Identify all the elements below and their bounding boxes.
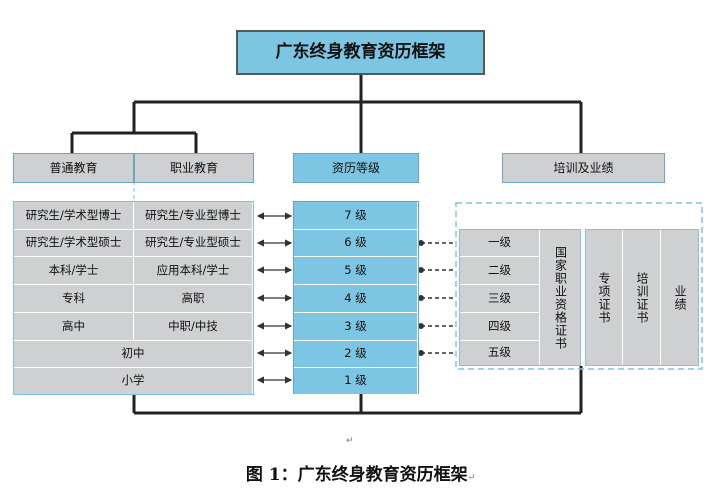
training-cert: 培训证书 <box>624 230 661 365</box>
level-text: 5 级 <box>344 262 367 277</box>
cell-text: 研究生/学术型硕士 <box>25 235 122 250</box>
cell-text: 高职 <box>181 290 205 305</box>
caption-return-mark: ↵ <box>467 473 476 483</box>
table-cell: 研究生/学术型硕士 <box>14 230 134 257</box>
level-text: 4 级 <box>344 290 367 305</box>
grade-connector-dots <box>418 240 424 356</box>
training-cert-text: 培训证书 <box>635 271 649 324</box>
table-cell: 研究生/学术型博士 <box>14 202 134 230</box>
level-5: 5 级 <box>294 257 418 285</box>
grade-text: 二级 <box>488 262 511 277</box>
level-text: 6 级 <box>344 235 367 250</box>
table-cell: 本科/学士 <box>14 257 134 285</box>
cell-text: 研究生/学术型博士 <box>25 207 122 222</box>
grade-text: 一级 <box>488 235 511 250</box>
grade-connectors <box>421 242 455 354</box>
national-cert-text: 国家职业资格证书 <box>553 245 568 350</box>
level-text: 1 级 <box>344 373 367 388</box>
performance: 业绩 <box>662 230 698 365</box>
table-cell: 中职/中技 <box>134 313 253 341</box>
table-cell: 高职 <box>134 285 253 313</box>
cell-text: 本科/学士 <box>48 262 99 277</box>
level-arrows <box>256 212 293 384</box>
caption-text: 图 1：广东终身教育资历框架 <box>245 465 468 485</box>
grade-4: 四级 <box>460 313 540 341</box>
grade-text: 三级 <box>488 290 511 305</box>
figure-caption: 图 1：广东终身教育资历框架↵ <box>0 460 721 485</box>
level-7: 7 级 <box>294 202 418 230</box>
level-text: 3 级 <box>344 318 367 333</box>
cell-text: 专科 <box>62 290 85 305</box>
title-text: 广东终身教育资历框架 <box>275 42 446 62</box>
cell-text: 中职/中技 <box>168 318 218 333</box>
level-1: 1 级 <box>294 368 418 394</box>
table-cell-wide: 初中 <box>14 341 253 368</box>
table-cell-wide: 小学 <box>14 368 253 394</box>
header-vocational-education: 职业教育 <box>134 153 254 183</box>
level-4: 4 级 <box>294 285 418 313</box>
grade-text: 五级 <box>488 345 511 360</box>
national-cert-label: 国家职业资格证书 <box>541 230 580 365</box>
cell-text: 研究生/专业型博士 <box>145 207 241 222</box>
table-cell: 专科 <box>14 285 134 313</box>
table-cell: 应用本科/学士 <box>134 257 253 285</box>
grade-2: 二级 <box>460 257 540 285</box>
table-cell: 研究生/专业型博士 <box>134 202 253 230</box>
special-cert: 专项证书 <box>586 230 623 365</box>
grade-5: 五级 <box>460 341 540 365</box>
header-training-label: 培训及业绩 <box>553 161 614 175</box>
level-3: 3 级 <box>294 313 418 341</box>
table-cell: 研究生/专业型硕士 <box>134 230 253 257</box>
header-general-education: 普通教育 <box>13 153 134 183</box>
performance-text: 业绩 <box>673 284 687 311</box>
grade-text: 四级 <box>488 318 511 333</box>
level-text: 7 级 <box>344 207 367 222</box>
header-vocational-label: 职业教育 <box>169 161 218 175</box>
table-cell: 高中 <box>14 313 134 341</box>
cell-text: 高中 <box>62 318 85 333</box>
grade-1: 一级 <box>460 230 540 257</box>
paragraph-mark: ↵ <box>346 436 354 446</box>
cell-text: 研究生/专业型硕士 <box>145 235 241 250</box>
title-box: 广东终身教育资历框架 <box>236 30 485 75</box>
level-6: 6 级 <box>294 230 418 257</box>
paragraph-mark-text: ↵ <box>346 436 354 446</box>
tree-lines <box>70 75 583 415</box>
special-cert-text: 专项证书 <box>597 271 611 324</box>
cell-text: 小学 <box>121 373 145 388</box>
cell-text: 应用本科/学士 <box>156 262 230 277</box>
right-dashed-frame <box>455 202 703 370</box>
cell-text: 初中 <box>121 346 145 361</box>
grade-3: 三级 <box>460 285 540 313</box>
level-2: 2 级 <box>294 341 418 368</box>
header-level-label: 资历等级 <box>331 161 380 175</box>
header-general-label: 普通教育 <box>49 161 98 175</box>
level-text: 2 级 <box>344 346 367 361</box>
header-qualification-level: 资历等级 <box>293 153 419 183</box>
header-training-performance: 培训及业绩 <box>502 153 665 183</box>
